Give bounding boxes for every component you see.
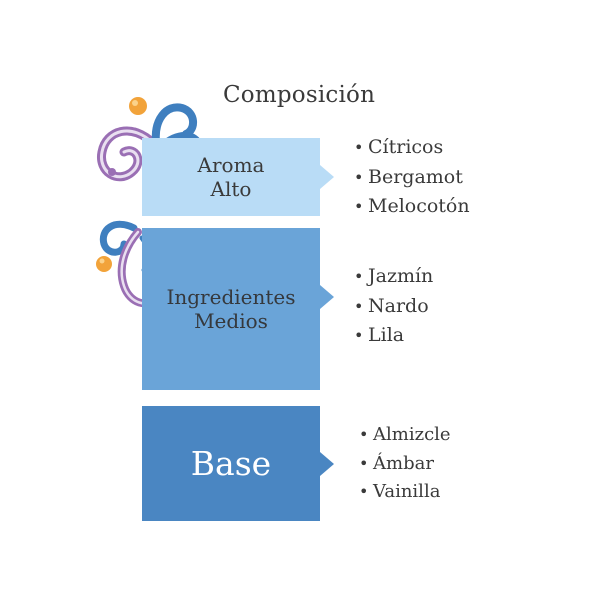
tier-arrow [320, 165, 334, 189]
notes-list-top: Cítricos Bergamot Melocotón [354, 133, 470, 222]
note-item: Bergamot [354, 163, 470, 193]
diagram-title: Composición [223, 82, 376, 108]
note-item: Nardo [354, 292, 433, 322]
notes-list-base: Almizcle Ámbar Vainilla [359, 421, 451, 507]
tier-label-line: Alto [210, 177, 252, 201]
tier-label-line: Aroma [197, 153, 265, 177]
note-item: Cítricos [354, 133, 470, 163]
note-item: Lila [354, 321, 433, 351]
tier-middle-notes: Ingredientes Medios [142, 228, 320, 390]
note-item: Ámbar [359, 450, 451, 479]
note-item: Vainilla [359, 478, 451, 507]
tier-top-notes: Aroma Alto [142, 138, 320, 216]
tier-base-notes: Base [142, 406, 320, 521]
tier-label-line: Ingredientes [166, 285, 296, 309]
tier-arrow [320, 285, 334, 309]
tier-label-line: Medios [194, 309, 268, 333]
tier-arrow [320, 452, 334, 476]
tier-label-line: Base [190, 443, 272, 483]
note-item: Almizcle [359, 421, 451, 450]
note-item: Jazmín [354, 262, 433, 292]
note-item: Melocotón [354, 192, 470, 222]
notes-list-middle: Jazmín Nardo Lila [354, 262, 433, 351]
